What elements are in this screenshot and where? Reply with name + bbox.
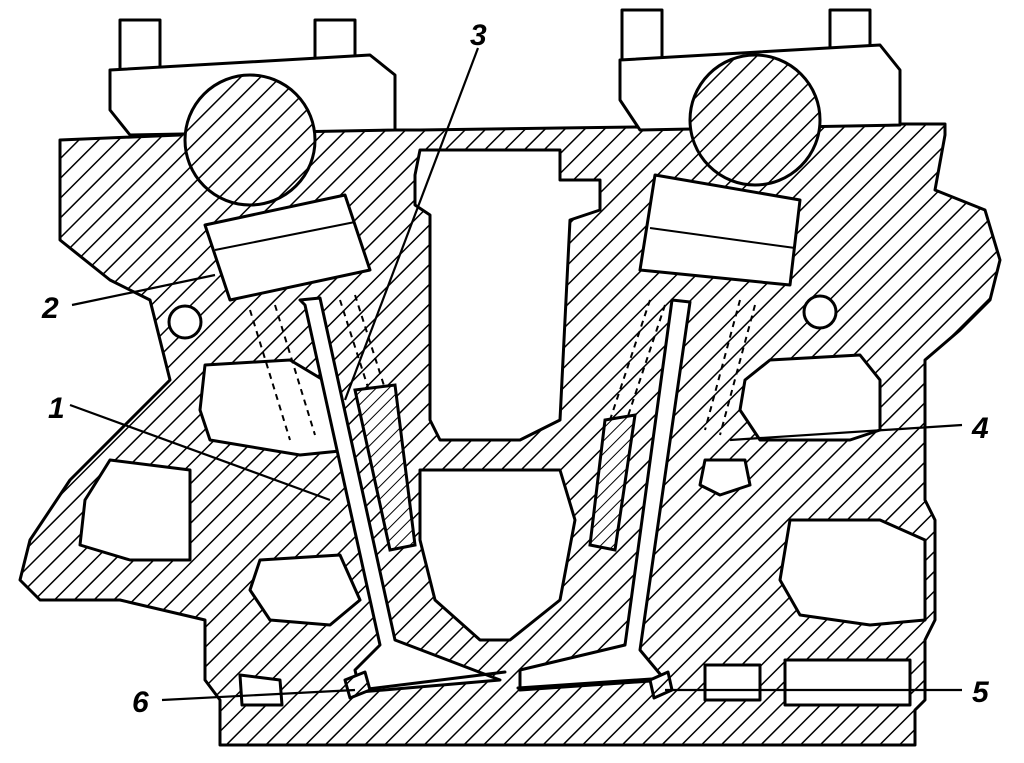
valve-guides — [353, 383, 637, 552]
callout-labels: 2 1 3 4 5 6 — [41, 19, 990, 719]
right-camshaft-assembly — [618, 8, 902, 187]
left-valve-spring — [249, 294, 396, 441]
leader-lines — [69, 47, 963, 702]
right-valve-spring — [609, 299, 756, 436]
label-5: 5 — [972, 676, 990, 709]
right-camshaft — [688, 53, 822, 187]
left-camshaft-assembly — [108, 18, 397, 207]
left-tappet — [203, 193, 372, 302]
label-4: 4 — [971, 412, 989, 445]
right-valve — [516, 298, 692, 692]
label-6: 6 — [132, 686, 149, 719]
left-camshaft — [183, 73, 317, 207]
right-tappet — [638, 173, 802, 287]
label-2: 2 — [41, 292, 59, 325]
label-1: 1 — [48, 392, 65, 425]
label-3: 3 — [470, 19, 487, 52]
